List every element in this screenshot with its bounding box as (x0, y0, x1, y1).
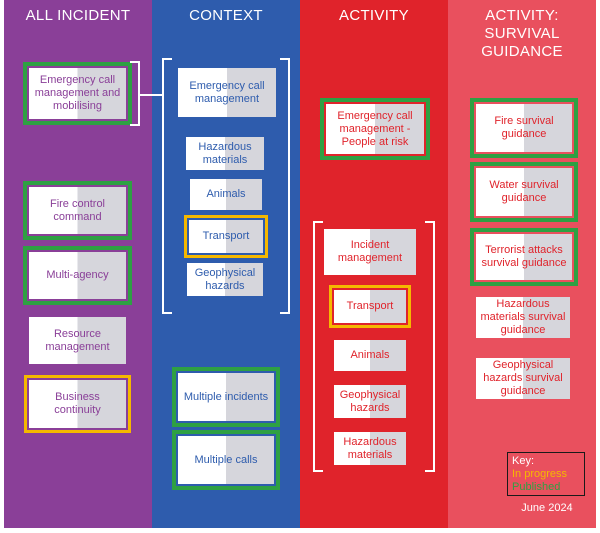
card-resource-management[interactable]: Resource management (29, 317, 126, 364)
card-activity-hazardous-materials[interactable]: Hazardous materials (334, 432, 406, 465)
card-context-geophysical-hazards[interactable]: Geophysical hazards (187, 263, 263, 296)
activity-title: ACTIVITY (339, 7, 409, 24)
card-label: Hazardous materials (198, 140, 252, 166)
card-label: Terrorist attacks survival guidance (481, 244, 567, 269)
all-incident-bracket (130, 61, 140, 126)
date-label: June 2024 (521, 502, 573, 514)
card-label: Multi-agency (46, 269, 109, 281)
key-in-progress: In progress (512, 468, 568, 480)
card-activity-animals[interactable]: Animals (334, 340, 406, 371)
card-business-continuity[interactable]: Business continuity (24, 375, 131, 433)
card-multi-agency[interactable]: Multi-agency (23, 246, 132, 305)
key-published: Published (512, 481, 561, 493)
card-label: Resource management (45, 327, 110, 353)
connector-line (140, 94, 162, 96)
context-bracket-right (280, 58, 290, 314)
card-activity-emergency-call-people-at-risk[interactable]: Emergency call management - People at ri… (320, 98, 430, 160)
card-label: Transport (346, 300, 394, 312)
card-label: Emergency call management and mobilising (34, 74, 121, 112)
card-label: Fire survival guidance (494, 115, 554, 140)
key-legend: Key: In progress Published (507, 452, 585, 496)
activity-bracket-right (425, 221, 435, 472)
card-context-hazardous-materials[interactable]: Hazardous materials (186, 137, 264, 170)
context-bracket-left (162, 58, 172, 314)
card-label: Hazardous materials survival guidance (480, 298, 566, 336)
card-multiple-calls[interactable]: Multiple calls (172, 430, 280, 490)
card-label: Geophysical hazards survival guidance (483, 359, 563, 397)
card-label: Transport (202, 230, 250, 242)
card-label: Multiple incidents (183, 390, 269, 403)
card-label: Multiple calls (194, 453, 258, 466)
card-context-transport[interactable]: Transport (184, 215, 268, 258)
card-label: Animals (350, 349, 390, 361)
card-water-survival-guidance[interactable]: Water survival guidance (470, 162, 578, 222)
key-title: Key: (512, 455, 535, 467)
card-label: Incident management (337, 239, 403, 264)
card-label: Emergency call management (189, 79, 265, 105)
card-multiple-incidents[interactable]: Multiple incidents (172, 367, 280, 427)
card-label: Fire control command (49, 197, 106, 223)
card-label: Geophysical hazards (339, 388, 401, 414)
all-incident-title: ALL INCIDENT (25, 7, 131, 24)
card-label: Geophysical hazards (194, 266, 256, 292)
card-label: Water survival guidance (489, 179, 559, 204)
card-activity-transport[interactable]: Transport (329, 285, 411, 328)
card-label: Hazardous materials (343, 435, 397, 461)
card-context-animals[interactable]: Animals (190, 179, 262, 210)
card-terrorist-attacks-survival-guidance[interactable]: Terrorist attacks survival guidance (470, 228, 578, 286)
context-title: CONTEXT (189, 7, 263, 24)
card-label: Emergency call management - People at ri… (337, 109, 413, 148)
card-label: Business continuity (54, 391, 101, 416)
card-activity-geophysical-hazards[interactable]: Geophysical hazards (334, 385, 406, 418)
card-context-emergency-call-management[interactable]: Emergency call management (178, 68, 276, 117)
card-label: Animals (206, 188, 246, 200)
activity-bracket-left (313, 221, 323, 472)
card-activity-incident-management[interactable]: Incident management (324, 229, 416, 275)
card-geophysical-hazards-survival-guidance[interactable]: Geophysical hazards survival guidance (476, 358, 570, 399)
card-fire-control-command[interactable]: Fire control command (23, 181, 132, 240)
card-emergency-call-management-mobilising[interactable]: Emergency call management and mobilising (23, 62, 132, 125)
survival-guidance-title: ACTIVITY: SURVIVAL GUIDANCE (481, 7, 563, 60)
card-hazardous-materials-survival-guidance[interactable]: Hazardous materials survival guidance (476, 297, 570, 338)
card-fire-survival-guidance[interactable]: Fire survival guidance (470, 98, 578, 158)
